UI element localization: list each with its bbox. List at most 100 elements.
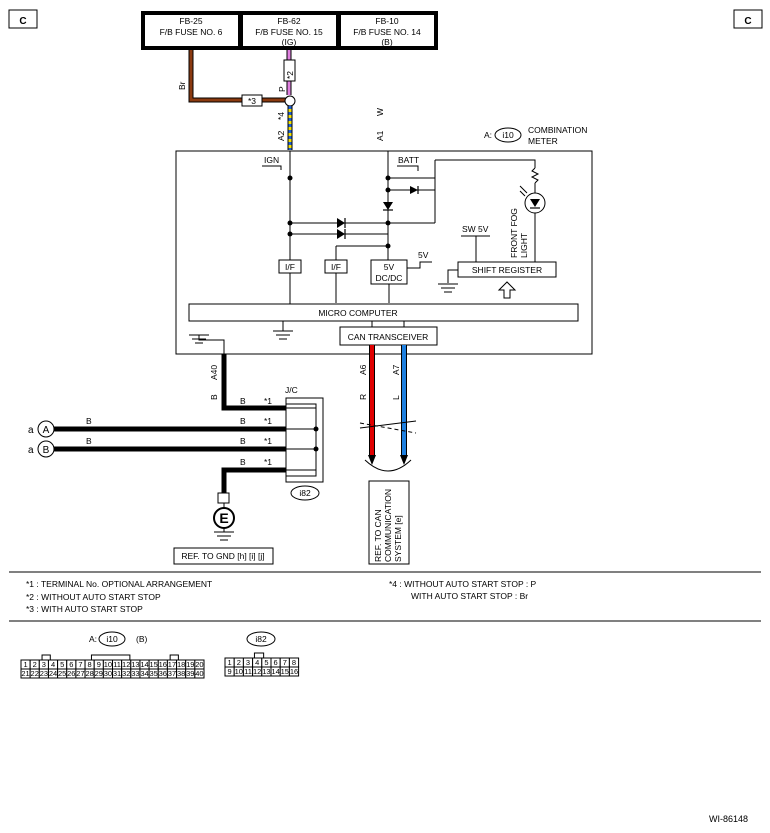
can-transceiver-label: CAN TRANSCEIVER — [348, 332, 429, 342]
fog-light-icon — [530, 199, 540, 207]
note-3: *3 : WITH AUTO START STOP — [26, 604, 143, 614]
i82-grid-pin-number: 16 — [290, 667, 298, 676]
terminal-ref-b-prefix: a — [28, 445, 34, 456]
i10-grid-pin-number: 38 — [177, 669, 185, 678]
i10-grid-pin-number: 1 — [23, 660, 27, 669]
corner-mark-right-box — [733, 9, 763, 29]
ground-wire — [221, 467, 286, 494]
w-wire-label: W — [375, 108, 385, 116]
i10-grid-key-tab — [169, 654, 179, 661]
i10-grid-pin-number: 19 — [186, 660, 194, 669]
diode-vertical — [383, 202, 393, 210]
diode-ign-1 — [337, 218, 345, 228]
i82-grid-pin-number: 15 — [281, 667, 289, 676]
shift-register-label: SHIFT REGISTER — [472, 265, 542, 275]
twisted-pair-line-2 — [359, 422, 417, 434]
jc-wire-3-color: B — [240, 436, 246, 446]
micro-computer-label: MICRO COMPUTER — [318, 308, 397, 318]
ground-letter: E — [219, 510, 228, 526]
i10-grid-pin-number: 7 — [78, 660, 82, 669]
i82-grid-pin-number: 4 — [255, 658, 259, 667]
fog-light-rays — [519, 185, 528, 197]
i10-grid-pin-number: 6 — [69, 660, 73, 669]
i10-grid-pin-number: 36 — [159, 669, 167, 678]
v5-line — [407, 261, 432, 269]
i10-prefix: A: — [89, 634, 97, 644]
i10-grid-pin-number: 39 — [186, 669, 194, 678]
if-label-1: I/F — [285, 262, 295, 272]
can-ref-line2: COMMUNICATION — [383, 489, 393, 562]
i10-grid-pin-number: 2 — [33, 660, 37, 669]
fuse-3-id: FB-10 — [375, 16, 398, 26]
dcdc-line1: 5V — [384, 262, 395, 272]
dcdc-line2: DC/DC — [376, 273, 403, 283]
terminal-ref-a-letter: A — [43, 425, 50, 436]
fuse-2-note: (IG) — [282, 37, 297, 47]
i10-grid-pin-number: 3 — [42, 660, 46, 669]
fuse-cell-2 — [243, 15, 336, 46]
jc-connector-id: i82 — [299, 488, 311, 498]
shift-register-ground — [438, 283, 458, 293]
ign-node-3 — [287, 231, 293, 237]
note-2: *2 : WITHOUT AUTO START STOP — [26, 592, 161, 602]
ground-ref-box — [173, 547, 274, 565]
batt-tick — [397, 165, 419, 171]
i82-grid-pin-cell — [288, 666, 300, 677]
i82-grid-pin-number: 1 — [228, 658, 232, 667]
i82-grid-pin-number: 10 — [235, 667, 243, 676]
diode-ign-2 — [337, 229, 345, 239]
i82-grid-pin-number: 11 — [244, 667, 252, 676]
can-ref-box — [368, 480, 410, 565]
i10-grid-pin-number: 28 — [85, 669, 93, 678]
fuse-1-name: F/B FUSE NO. 6 — [160, 27, 223, 37]
v5-label: 5V — [418, 250, 429, 260]
i82-grid-pin-number: 9 — [228, 667, 232, 676]
ground-ref-label: REF. TO GND [h] [i] [j] — [181, 551, 264, 561]
i10-grid-pin-number: 24 — [49, 669, 57, 678]
i10-grid-pin-number: 13 — [131, 660, 139, 669]
ign-node-2 — [287, 220, 293, 226]
i10-id: i10 — [106, 634, 118, 644]
sw5v-line — [461, 235, 490, 262]
micro-computer-box — [188, 303, 579, 322]
l-wire-label: L — [391, 395, 401, 400]
i10-grid-pin-number: 26 — [67, 669, 75, 678]
corner-mark-right: C — [744, 16, 751, 27]
i10-grid-pin-number: 20 — [195, 660, 203, 669]
shift-register-ground-wire — [447, 269, 458, 283]
i82-grid-pin-number: 3 — [246, 658, 250, 667]
jc-wire-4-star: *1 — [264, 457, 272, 467]
twisted-pair-line-1 — [359, 420, 417, 429]
i10-grid-pin-number: 9 — [97, 660, 101, 669]
i82-grid-pin-number: 13 — [262, 667, 270, 676]
jc-wire-3-star: *1 — [264, 436, 272, 446]
star-3-label: *3 — [248, 96, 256, 106]
i10-oval — [98, 631, 126, 647]
meter-connector-id: i10 — [502, 130, 514, 140]
i10-grid-key-tab — [90, 654, 131, 661]
i10-grid-pin-number: 16 — [159, 660, 167, 669]
i10-grid-pin-number: 40 — [195, 669, 203, 678]
i10-grid-pin-number: 15 — [150, 660, 158, 669]
note-4a: *4 : WITHOUT AUTO START STOP : P — [389, 579, 537, 589]
i10-grid-pin-number: 4 — [51, 660, 55, 669]
i82-grid-pin-number: 8 — [292, 658, 296, 667]
i10-grid-pin-number: 32 — [122, 669, 130, 678]
combination-meter — [175, 150, 593, 355]
jc-wire-2-color: B — [240, 416, 246, 426]
if-label-2: I/F — [331, 262, 341, 272]
i82-id: i82 — [255, 634, 267, 644]
i10-grid-pin-number: 33 — [131, 669, 139, 678]
figure-id: WI-86148 — [709, 814, 748, 824]
ign-label: IGN — [264, 155, 279, 165]
diode-batt — [410, 186, 418, 194]
corner-mark-left: C — [19, 16, 26, 27]
micro-ground — [273, 330, 293, 340]
can-transceiver-box — [339, 326, 438, 346]
star-2-label: *2 — [285, 71, 295, 79]
terminal-a40-label: A40 — [209, 365, 219, 380]
i10-grid-pin-number: 29 — [95, 669, 103, 678]
jc-wire-2-star: *1 — [264, 416, 272, 426]
